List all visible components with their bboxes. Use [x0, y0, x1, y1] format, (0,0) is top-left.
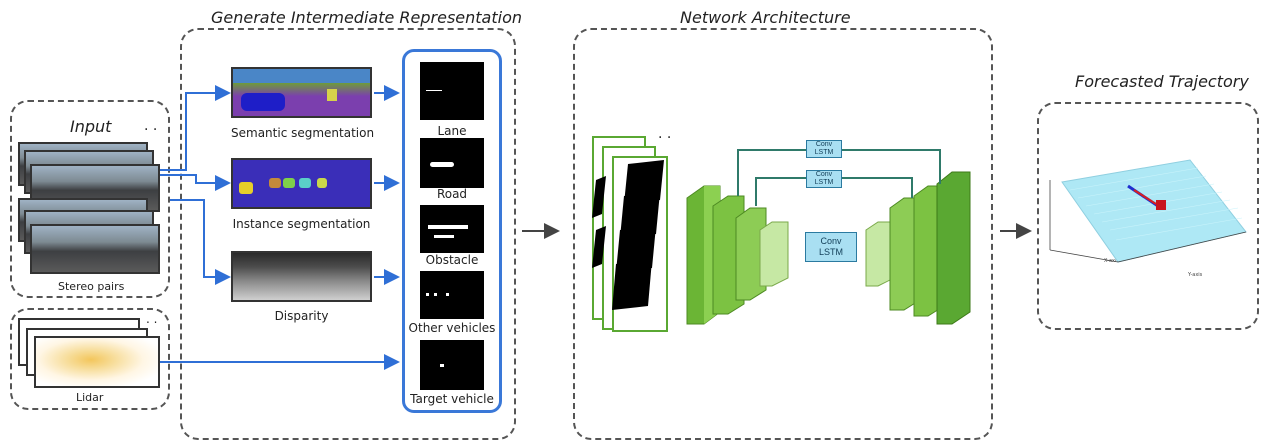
stereo-image [30, 224, 160, 274]
input-panel [10, 100, 170, 298]
skip-connections [737, 149, 941, 206]
decoder-blocks [865, 171, 971, 325]
disparity-label: Disparity [274, 309, 329, 323]
network-title: Network Architecture [680, 8, 851, 27]
arrow-to-disparity [170, 199, 231, 285]
mask-label: Other vehicles [408, 321, 496, 335]
trajectory-plot [1049, 159, 1247, 263]
network-input-masks [592, 160, 664, 310]
mask-label: Obstacle [425, 253, 479, 267]
network-panel [573, 28, 993, 440]
conv-lstm-line2: LSTM [818, 247, 843, 257]
generate-title: Generate Intermediate Representation [211, 8, 522, 27]
lane-mask-image [420, 62, 484, 120]
conv-lstm-line2: LSTM [814, 149, 834, 156]
obstacle-mask-image [420, 205, 484, 253]
conv-lstm-line1: Conv [815, 141, 833, 148]
masks-box [402, 49, 502, 413]
semantic-segmentation-label: Semantic segmentation [231, 126, 375, 140]
mask-label: Road [436, 187, 468, 201]
generate-panel [180, 28, 516, 440]
conv-lstm-line1: Conv [815, 171, 833, 178]
target-vehicle-marker [1156, 200, 1166, 210]
target-vehicle-mask-image [420, 340, 484, 390]
instance-segmentation-image [231, 158, 372, 209]
conv-lstm-line1: Conv [820, 236, 842, 246]
input-title: Input [70, 117, 112, 136]
instance-segmentation-label: Instance segmentation [232, 217, 371, 231]
arrow-to-semantic [160, 85, 231, 171]
plot-y-axis-label: Y-axis [1188, 272, 1203, 278]
semantic-segmentation-image [231, 67, 372, 118]
mask-label: Lane [437, 124, 467, 138]
conv-lstm-block: Conv LSTM [806, 140, 842, 158]
road-mask-image [420, 138, 484, 188]
mask-label: Target vehicle [410, 392, 494, 406]
trajectory-line [1133, 189, 1157, 205]
conv-lstm-block: Conv LSTM [806, 170, 842, 188]
other-vehicles-mask-image [420, 271, 484, 319]
disparity-image [231, 251, 372, 302]
forecast-title: Forecasted Trajectory [1075, 72, 1249, 91]
ellipsis-icon: . . [146, 312, 158, 326]
conv-lstm-block: Conv LSTM [805, 232, 857, 262]
stereo-pairs-label: Stereo pairs [58, 280, 125, 293]
encoder-blocks [686, 185, 789, 325]
lidar-label: Lidar [76, 391, 104, 404]
lidar-panel [10, 308, 170, 410]
ellipsis-icon: . . [144, 118, 158, 134]
arrow-to-instance [160, 174, 231, 191]
input-to-representation-arrows [160, 85, 400, 370]
ellipsis-icon: . . [658, 126, 672, 142]
conv-lstm-line2: LSTM [814, 179, 834, 186]
lidar-image [34, 336, 160, 388]
forecast-panel [1037, 102, 1259, 330]
